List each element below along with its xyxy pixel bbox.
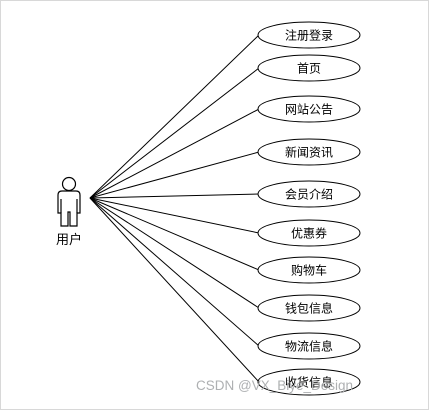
use-case-label: 会员介绍 [285,188,333,202]
association-lines [89,34,260,383]
association-line [89,197,260,347]
use-case: 优惠券 [257,219,361,247]
use-case: 网站公告 [257,95,361,123]
use-case-ellipse [257,21,361,49]
use-case: 新闻资讯 [257,138,361,166]
use-case-ellipse [257,256,361,284]
use-case-label: 物流信息 [285,339,333,354]
use-case-label: 新闻资讯 [285,145,333,160]
use-case: 钱包信息 [257,294,361,322]
use-case: 首页 [257,54,361,82]
use-case-label: 收货信息 [285,375,333,390]
use-case-label: 优惠券 [291,226,327,241]
use-case-ellipse [257,294,361,322]
actor-label: 用户 [56,232,82,248]
association-line [89,67,260,199]
use-case: 物流信息 [257,332,361,360]
association-line [89,108,260,199]
use-case-ellipse [257,138,361,166]
use-case-ellipse [257,95,361,123]
use-case: 注册登录 [257,21,361,49]
association-line [89,197,260,309]
use-case-ellipse [257,332,361,360]
use-case-ellipse [257,368,361,396]
use-case-label: 首页 [297,62,321,76]
use-case-ellipse [257,54,361,82]
use-case-label: 注册登录 [285,28,333,43]
use-case: 收货信息 [257,368,361,396]
association-line [89,197,260,383]
use-case: 会员介绍 [257,180,361,208]
person-icon [57,176,81,227]
actor: 用户 [56,176,82,248]
association-line [89,34,260,199]
association-line [89,197,260,234]
use-case-ellipse [257,219,361,247]
use-case: 购物车 [257,256,361,284]
association-line [89,197,260,271]
use-case-label: 购物车 [291,263,327,278]
use-case-label: 网站公告 [285,103,333,117]
watermark: CSDN @VX_Biye_Design [196,378,354,393]
use-case-ellipse [257,180,361,208]
association-line [89,193,260,199]
use-case-label: 钱包信息 [285,301,333,316]
association-line [89,151,260,199]
